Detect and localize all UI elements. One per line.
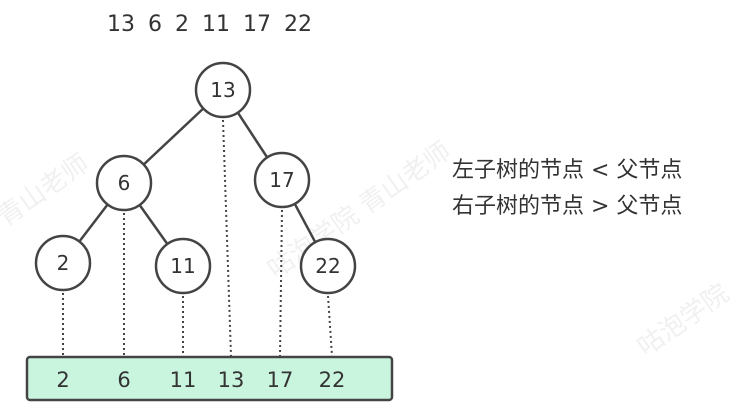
tree-node-2	[34, 234, 92, 292]
projection-line	[279, 209, 283, 357]
tree-node-label: 2	[57, 251, 70, 275]
array-item: 22	[319, 368, 346, 392]
tree-node-label: 11	[170, 254, 195, 278]
sequence-item: 2	[175, 12, 189, 37]
array-item: 17	[267, 368, 294, 392]
tree-edge	[293, 203, 317, 243]
tree-node-label: 6	[118, 171, 131, 195]
sequence-item: 11	[202, 12, 230, 37]
tree-node-label: 22	[315, 254, 340, 278]
tree-node-17	[253, 151, 311, 209]
array-item: 13	[218, 368, 245, 392]
array-item: 6	[117, 368, 130, 392]
tree-edge	[142, 107, 205, 166]
array-item: 2	[56, 368, 69, 392]
sequence-item: 22	[284, 12, 312, 37]
sequence-item: 13	[107, 12, 135, 37]
sequence-item: 6	[148, 12, 162, 37]
sorted-array-box	[25, 355, 394, 402]
right-subtree-rule: 右子树的节点 > 父节点	[452, 194, 683, 219]
tree-edge	[78, 203, 109, 243]
tree-node-6	[95, 154, 153, 212]
left-subtree-rule: 左子树的节点 < 父节点	[452, 158, 683, 183]
projection-line	[222, 119, 232, 357]
projection-line	[327, 295, 333, 357]
tree-edge	[138, 204, 169, 245]
tree-node-22	[299, 237, 357, 295]
tree-node-13	[194, 61, 252, 119]
sequence-item: 17	[243, 12, 271, 37]
tree-node-11	[154, 237, 212, 295]
tree-node-label: 13	[210, 78, 235, 102]
tree-node-label: 17	[269, 168, 294, 192]
array-item: 11	[170, 368, 197, 392]
tree-edge	[236, 111, 269, 159]
